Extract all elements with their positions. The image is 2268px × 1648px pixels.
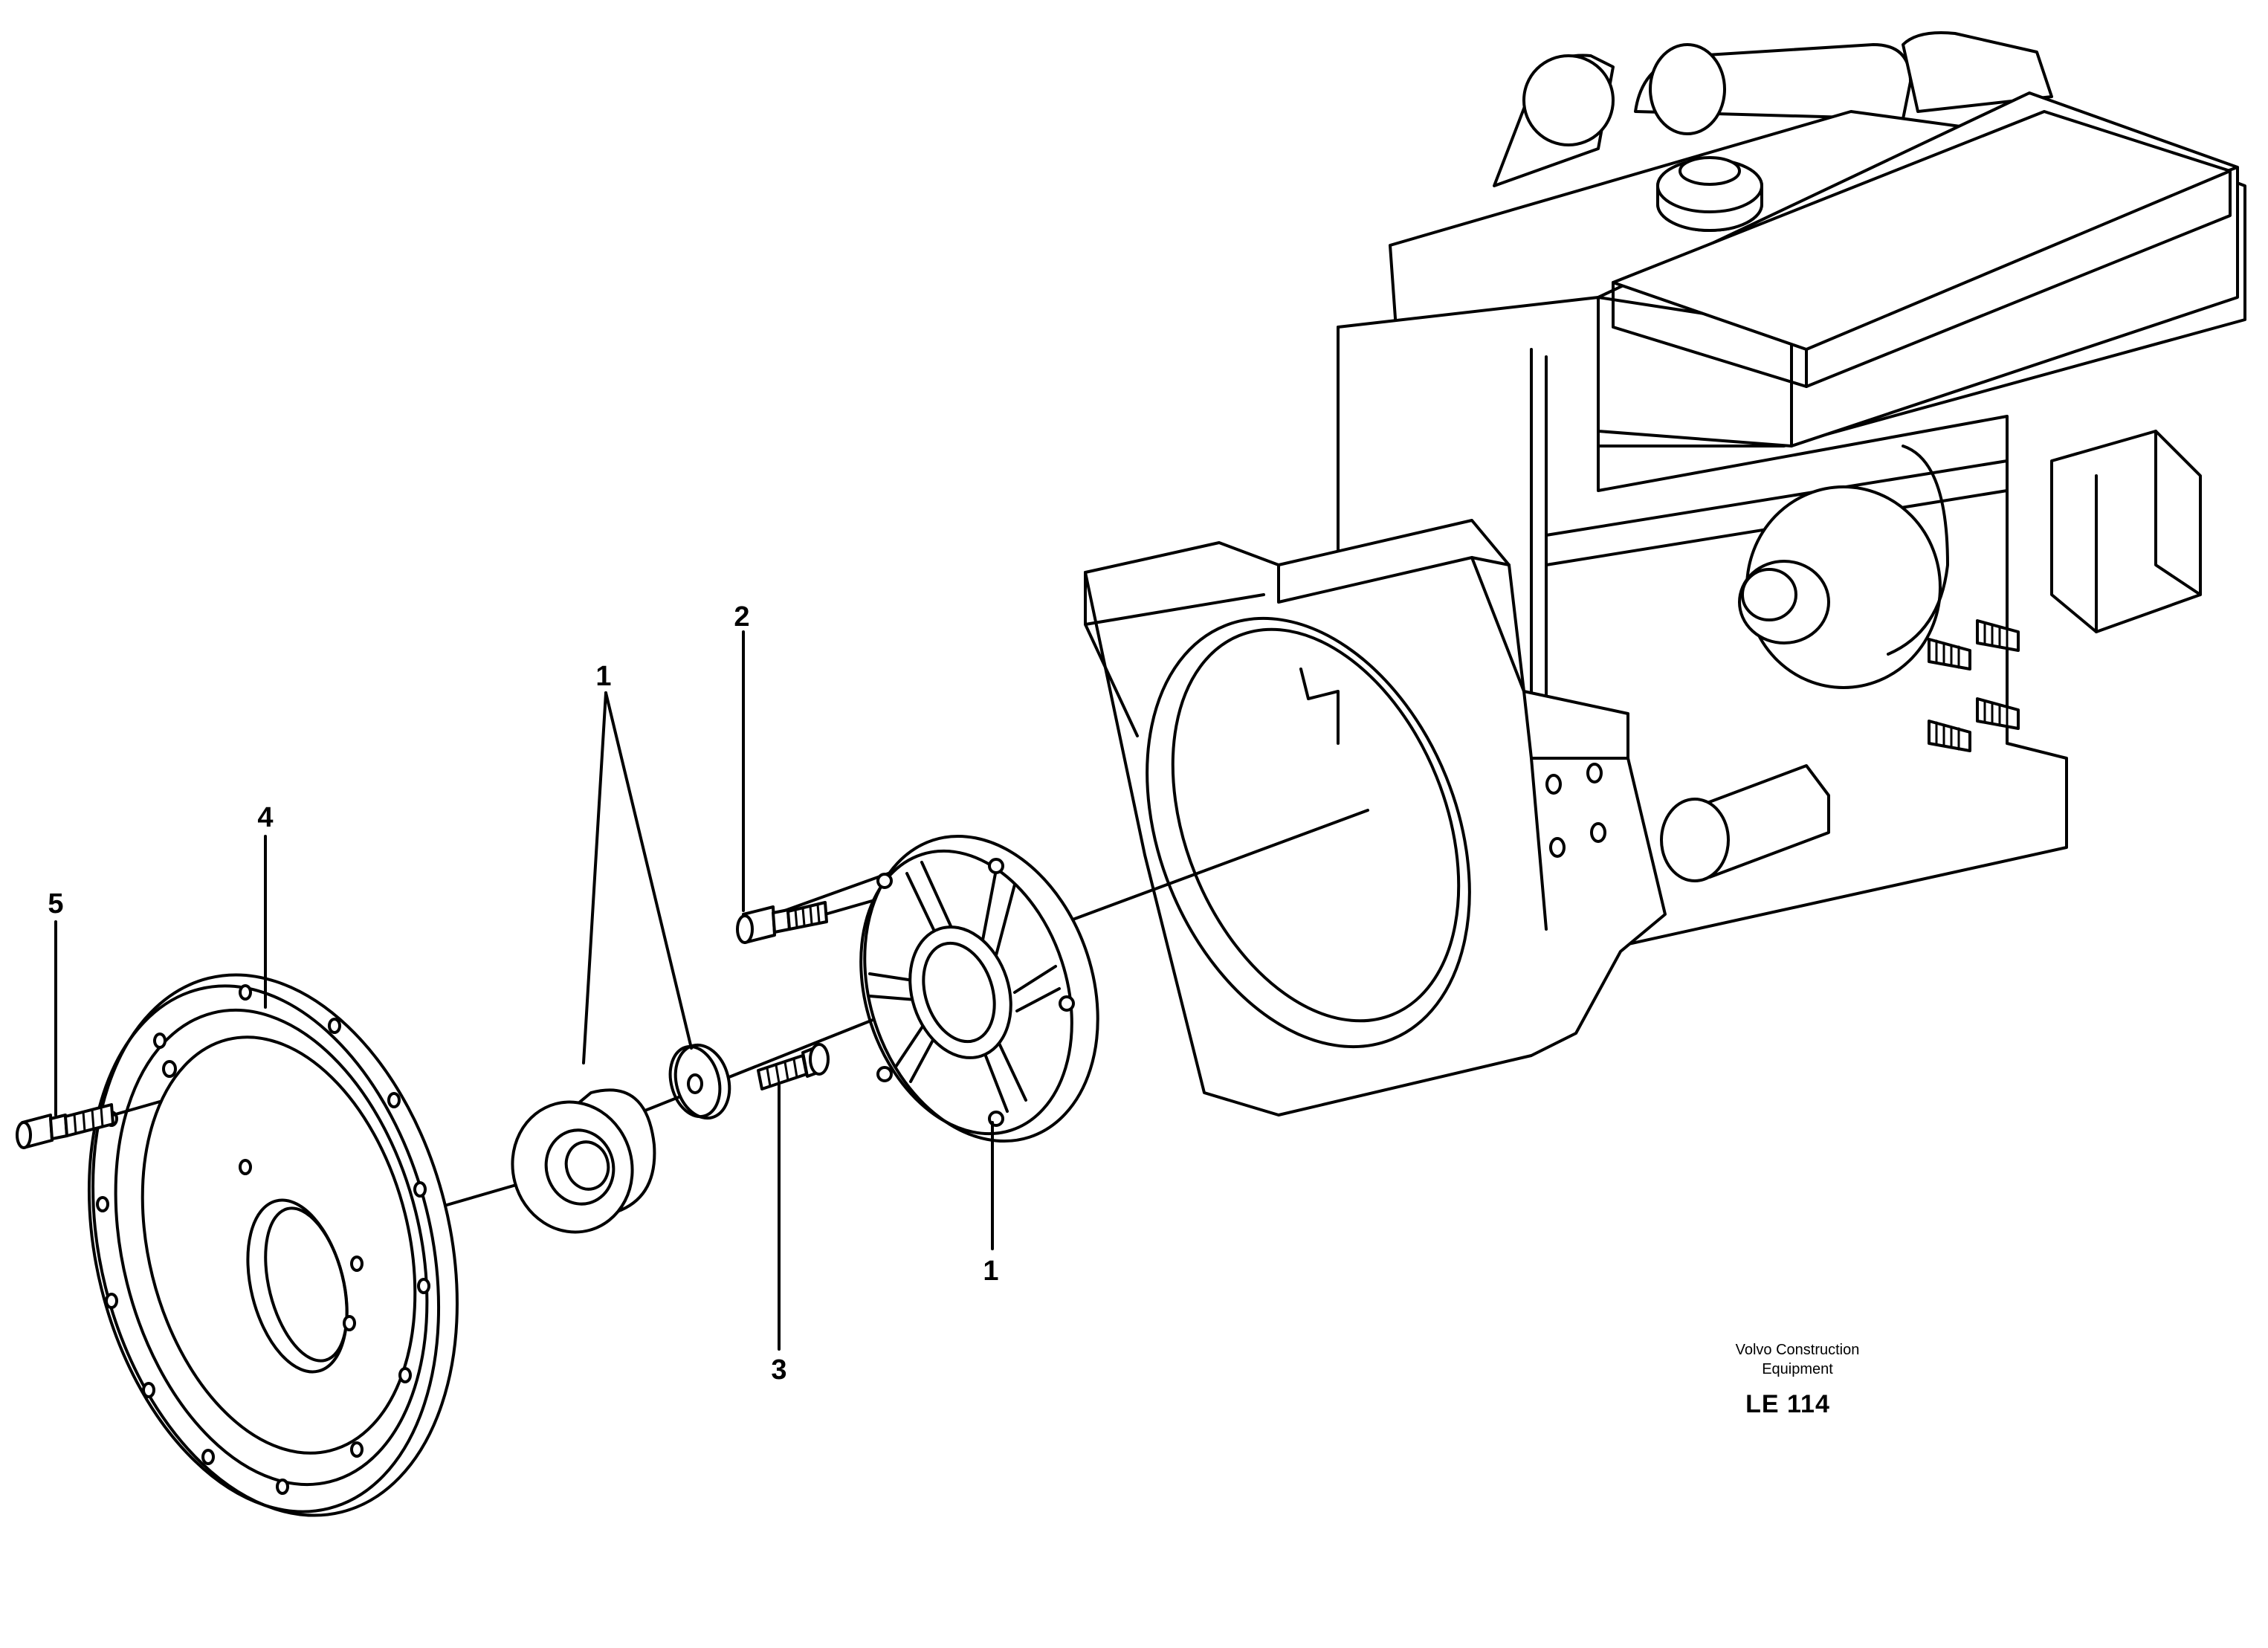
leader-1-bearing	[582, 691, 607, 1064]
part-3-bolt	[757, 1043, 830, 1090]
callout-4: 4	[257, 802, 273, 833]
part-1-bearing	[511, 1088, 656, 1234]
brand-line-2: Equipment	[1762, 1361, 1833, 1377]
part-1-washer	[668, 1043, 731, 1120]
part-1-flange	[859, 834, 1099, 1143]
callout-3: 3	[771, 1354, 786, 1386]
part-2-bolt	[736, 901, 828, 944]
brand-line-1: Volvo Construction	[1736, 1342, 1860, 1358]
drawing-code: LE 114	[1745, 1390, 1830, 1418]
callout-2: 2	[734, 601, 749, 633]
callout-1-lower: 1	[983, 1256, 998, 1287]
part-5-bolt	[16, 1100, 161, 1149]
callout-5: 5	[48, 888, 63, 920]
callout-1-upper: 1	[595, 661, 611, 692]
leader-1-washer	[604, 691, 693, 1050]
stud-set	[1928, 619, 2020, 752]
engine-block	[1084, 31, 2246, 1117]
part-4-flex-plate	[87, 973, 459, 1517]
leader-lines	[54, 630, 994, 1351]
